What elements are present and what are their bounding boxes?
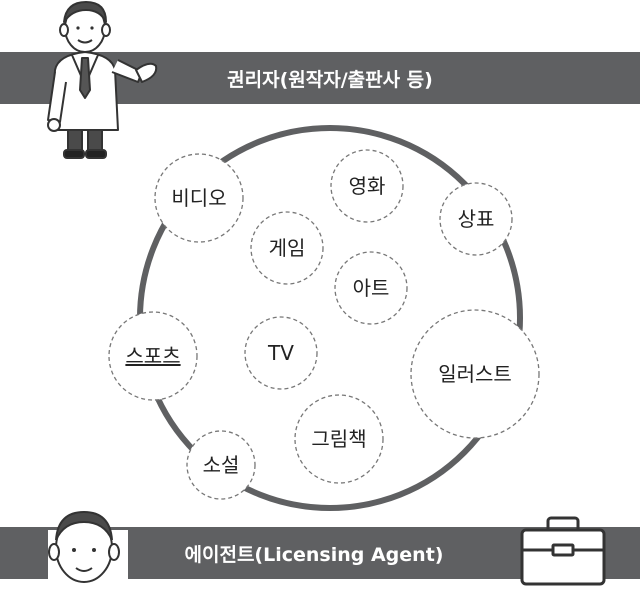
bubble-circle <box>439 182 513 256</box>
bubble-circle <box>154 153 244 243</box>
businessman-pointing-icon <box>47 1 158 159</box>
bubble-label: 게임 <box>269 236 306 260</box>
bubble-circle <box>108 311 198 401</box>
bubble-circle <box>186 430 256 500</box>
bubble-circle <box>410 309 540 439</box>
bubble-label: 일러스트 <box>438 362 512 386</box>
bubble-label: 소설 <box>203 453 240 477</box>
rights-holder-title: 권리자(원작자/출판사 등) <box>227 68 433 91</box>
bubble-label: 비디오 <box>171 186 226 210</box>
agent-title: 에이전트(Licensing Agent) <box>184 543 444 566</box>
bubble-circle <box>250 211 324 285</box>
bubble-label: 상표 <box>458 207 495 231</box>
bubble-circle <box>244 316 318 390</box>
bubble-label: 스포츠 <box>125 344 180 368</box>
agent-face-icon <box>48 510 128 590</box>
bubble-label: TV <box>267 341 294 365</box>
bubble-label: 영화 <box>349 174 386 198</box>
bubble-circle <box>334 251 408 325</box>
bubble-label: 그림책 <box>311 427 366 451</box>
briefcase-icon <box>520 516 606 586</box>
bubble-circle <box>294 394 384 484</box>
bubble-circle <box>330 149 404 223</box>
bubble-label: 아트 <box>353 276 390 300</box>
